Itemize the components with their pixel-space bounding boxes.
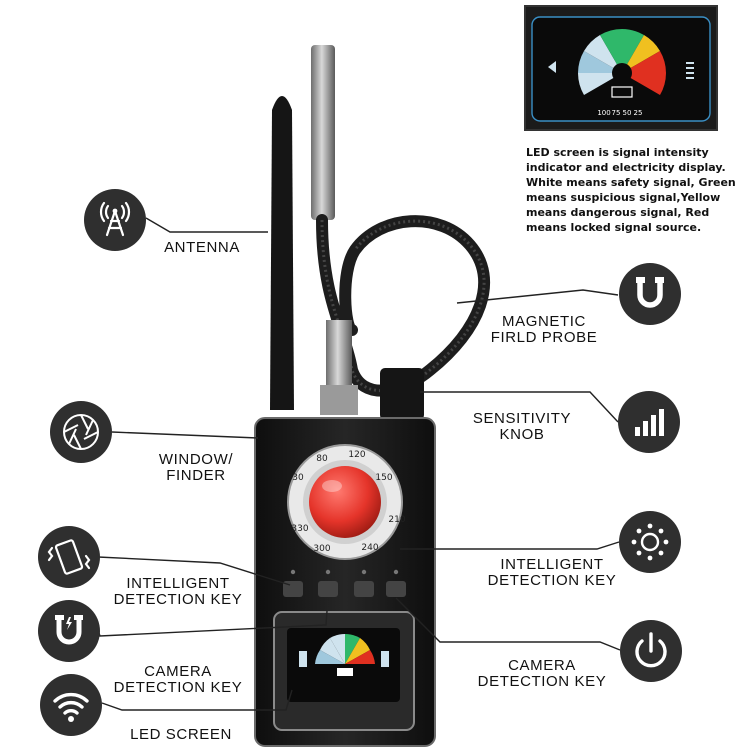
- intel-right-line1: INTELLIGENT: [500, 556, 604, 573]
- inset-description: LED screen is signal intensity indicator…: [526, 145, 741, 235]
- antenna-tower-icon: [84, 189, 146, 251]
- device-gauge: [299, 634, 389, 676]
- aperture-icon: [50, 401, 112, 463]
- camera-left-line2: DETECTION KEY: [113, 679, 243, 696]
- red-lens: [309, 466, 381, 538]
- camera-key-right-label: CAMERA DETECTION KEY: [476, 658, 608, 690]
- sensitivity-knob: [380, 368, 424, 420]
- probe-tube: [311, 45, 335, 220]
- inset-line: means locked signal source.: [526, 221, 702, 234]
- power-icon: [620, 620, 682, 682]
- intel-left-line2: DETECTION KEY: [113, 591, 243, 608]
- led-screen: [287, 628, 400, 702]
- intelligent-key-right-label: INTELLIGENT DETECTION KEY: [486, 557, 618, 589]
- signal-bars-icon: [618, 391, 680, 453]
- magnetic-label-line1: MAGNETIC: [502, 313, 586, 330]
- antenna: [270, 96, 294, 410]
- magnetic-probe-label: MAGNETIC FIRLD PROBE: [484, 314, 604, 346]
- antenna-label-text: ANTENNA: [164, 239, 240, 256]
- sensitivity-knob-label: SENSITIVITY KNOB: [467, 411, 577, 443]
- wifi-icon: [40, 674, 102, 736]
- window-label-line2: FINDER: [166, 467, 226, 484]
- magnet-icon: [38, 600, 100, 662]
- inset-scale-2: 50: [623, 109, 632, 117]
- intel-right-line2: DETECTION KEY: [487, 572, 617, 589]
- camera-right-line2: DETECTION KEY: [477, 673, 607, 690]
- inset-line: means suspicious signal,Yellow: [526, 191, 721, 204]
- inset-scale-1: 75: [612, 109, 621, 117]
- inset-left-icon: [548, 61, 556, 73]
- sensitivity-label-line1: SENSITIVITY: [472, 410, 572, 427]
- inset-line: White means safety signal, Green: [526, 176, 736, 189]
- inset-gauge: 100 75 50 25: [531, 16, 711, 122]
- antenna-label: ANTENNA: [160, 240, 244, 256]
- inset-scale: 100 75 50 25: [597, 109, 642, 117]
- magnetic-label-line2: FIRLD PROBE: [490, 329, 598, 346]
- led-screen-label: LED SCREEN: [126, 727, 236, 743]
- sensitivity-label-line2: KNOB: [499, 426, 545, 443]
- key-4[interactable]: [386, 581, 406, 597]
- camera-key-left-label: CAMERA DETECTION KEY: [112, 664, 244, 696]
- window-label-line1: WINDOW/: [158, 451, 234, 468]
- inset-line: means dangerous signal, Red: [526, 206, 710, 219]
- sun-icon: [619, 511, 681, 573]
- intel-left-line1: INTELLIGENT: [126, 575, 230, 592]
- intelligent-key-left-label: INTELLIGENT DETECTION KEY: [112, 576, 244, 608]
- inset-scale-0: 100: [597, 109, 610, 117]
- led-screen-label-text: LED SCREEN: [130, 726, 232, 743]
- inset-line: LED screen is signal intensity: [526, 146, 709, 159]
- camera-right-line1: CAMERA: [508, 657, 576, 674]
- key-3[interactable]: [354, 581, 374, 597]
- inset-right-bars: [686, 62, 694, 79]
- camera-left-line1: CAMERA: [144, 663, 212, 680]
- key-2[interactable]: [318, 581, 338, 597]
- leader-lines: [97, 217, 621, 711]
- inset-line: indicator and electricity display.: [526, 161, 726, 174]
- window-finder-label: WINDOW/ FINDER: [150, 452, 242, 484]
- vibration-phone-icon: [38, 526, 100, 588]
- magnet-icon: [619, 263, 681, 325]
- inset-scale-3: 25: [634, 109, 643, 117]
- led-display-inset: 100 75 50 25: [524, 5, 718, 131]
